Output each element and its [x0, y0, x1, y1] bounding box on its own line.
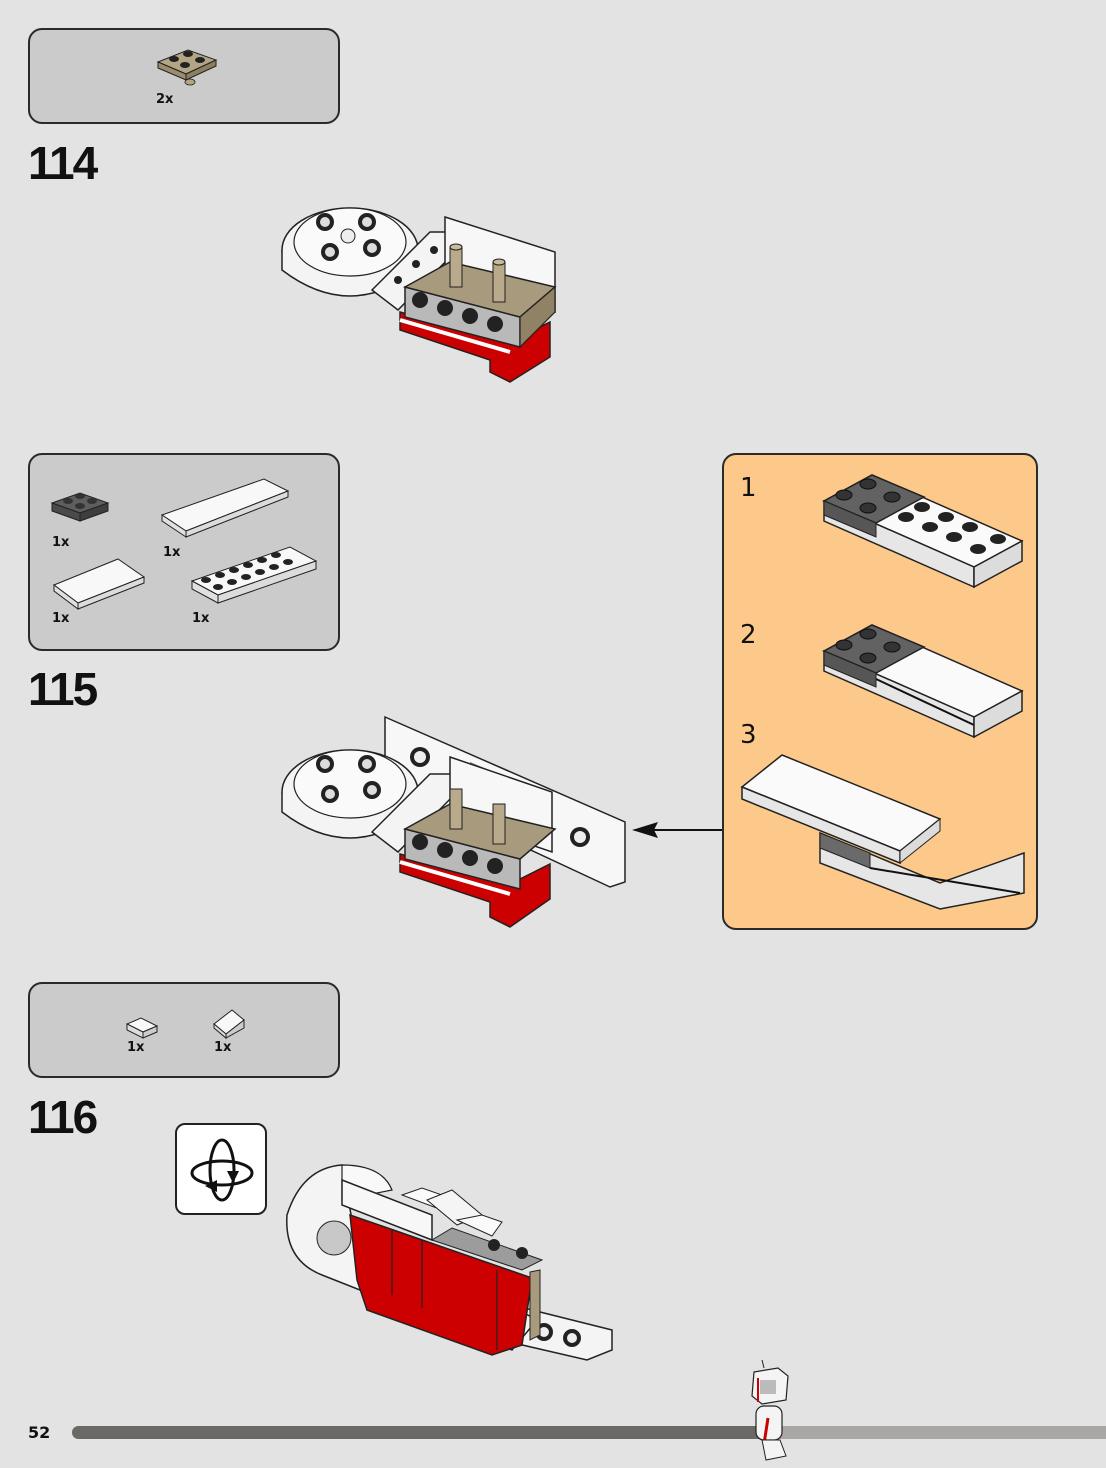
rotate-model-hint	[175, 1123, 267, 1215]
dark-gray-plate-part	[50, 492, 110, 522]
sub-step-2-assembly	[822, 624, 1024, 739]
tan-plate-pin-part	[156, 49, 218, 86]
sub-step-number: 1	[740, 473, 757, 503]
build-assembly-115	[281, 715, 626, 928]
parts-callout-114: 2x	[28, 28, 340, 124]
sub-step-1-assembly	[822, 474, 1024, 589]
part-qty: 1x	[163, 545, 181, 560]
step-number-115: 115	[28, 663, 98, 715]
page-number: 52	[28, 1423, 51, 1442]
progress-bar-fill	[72, 1426, 765, 1439]
white-tile-1x1-part	[125, 1017, 159, 1039]
white-slope-1x1-part	[213, 1009, 245, 1040]
white-tile-2x6-part	[160, 478, 290, 538]
sub-step-number: 2	[740, 620, 757, 650]
rotate-icon	[190, 1138, 254, 1202]
step-number-116: 116	[28, 1091, 98, 1143]
sub-step-3-assembly	[740, 754, 1025, 910]
robot-mascot-icon	[751, 1359, 789, 1461]
sub-step-number: 3	[740, 720, 757, 750]
part-qty: 1x	[192, 611, 210, 626]
part-qty: 2x	[156, 92, 174, 107]
white-tile-2x4-part	[52, 558, 146, 610]
part-qty: 1x	[52, 535, 70, 550]
sub-build-panel: 1 2 3	[722, 453, 1038, 930]
part-qty: 1x	[214, 1040, 232, 1055]
parts-callout-116: 1x 1x	[28, 982, 340, 1078]
part-qty: 1x	[127, 1040, 145, 1055]
part-qty: 1x	[52, 611, 70, 626]
attach-arrow	[632, 822, 723, 838]
build-assembly-114	[281, 207, 557, 383]
white-plate-2x6-part	[190, 546, 318, 604]
step-number-114: 114	[28, 137, 98, 189]
parts-callout-115: 1x 1x 1x 1x	[28, 453, 340, 651]
build-assembly-116	[286, 1164, 613, 1361]
